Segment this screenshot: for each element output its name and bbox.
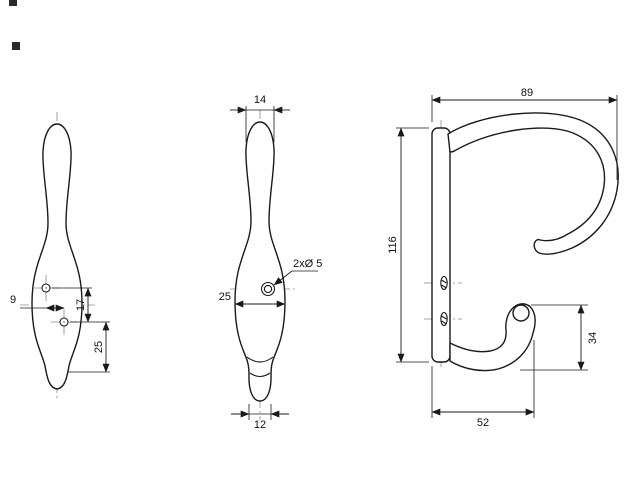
dim-label-hook-height: 34 xyxy=(587,332,599,344)
wall-plate xyxy=(431,127,451,363)
dim-label-top-width: 14 xyxy=(254,94,266,106)
bottom-hook-arm xyxy=(449,303,536,372)
dim-label-bottom-width: 12 xyxy=(254,419,266,431)
screw-hole-side-2 xyxy=(440,311,448,327)
center-view: 14 25 2xØ 5 12 xyxy=(219,94,323,431)
screw-hole-side-1 xyxy=(440,275,448,291)
stray-mark-1 xyxy=(9,0,17,6)
dim-label-hook-reach: 52 xyxy=(477,417,489,429)
stray-mark-2 xyxy=(12,42,20,50)
screw-hole-top xyxy=(41,283,51,293)
dim-label-hole-spacing: 17 xyxy=(75,299,87,311)
bottom-hook-ball-tip xyxy=(512,304,530,322)
dim-label-width: 89 xyxy=(521,87,533,99)
hatch-2a xyxy=(441,315,447,320)
dim-label-hole-offset: 9 xyxy=(10,294,16,306)
dim-label-plate-width: 25 xyxy=(219,291,231,303)
hatch-1a xyxy=(441,279,447,284)
screw-hole-bottom xyxy=(59,317,69,327)
hook-front-outline-2 xyxy=(234,121,286,402)
hook-bend-line-1 xyxy=(246,356,274,363)
hatch-2b xyxy=(441,320,447,325)
counterbore-inner xyxy=(263,284,273,294)
side-view: 89 116 34 52 xyxy=(387,87,619,429)
dim-label-hole-note: 2xØ 5 xyxy=(293,258,322,270)
counterbore-outer xyxy=(260,281,276,297)
dim-label-height: 116 xyxy=(387,236,399,254)
hatch-1b xyxy=(441,284,447,289)
hole-note-leader xyxy=(273,270,293,286)
top-hook-arm xyxy=(447,112,619,255)
hook-bend-line-2 xyxy=(249,372,271,378)
dim-label-hole-to-bottom: 25 xyxy=(93,341,105,353)
hook-front-outline xyxy=(31,123,83,390)
front-view: 9 17 25 xyxy=(10,112,110,400)
